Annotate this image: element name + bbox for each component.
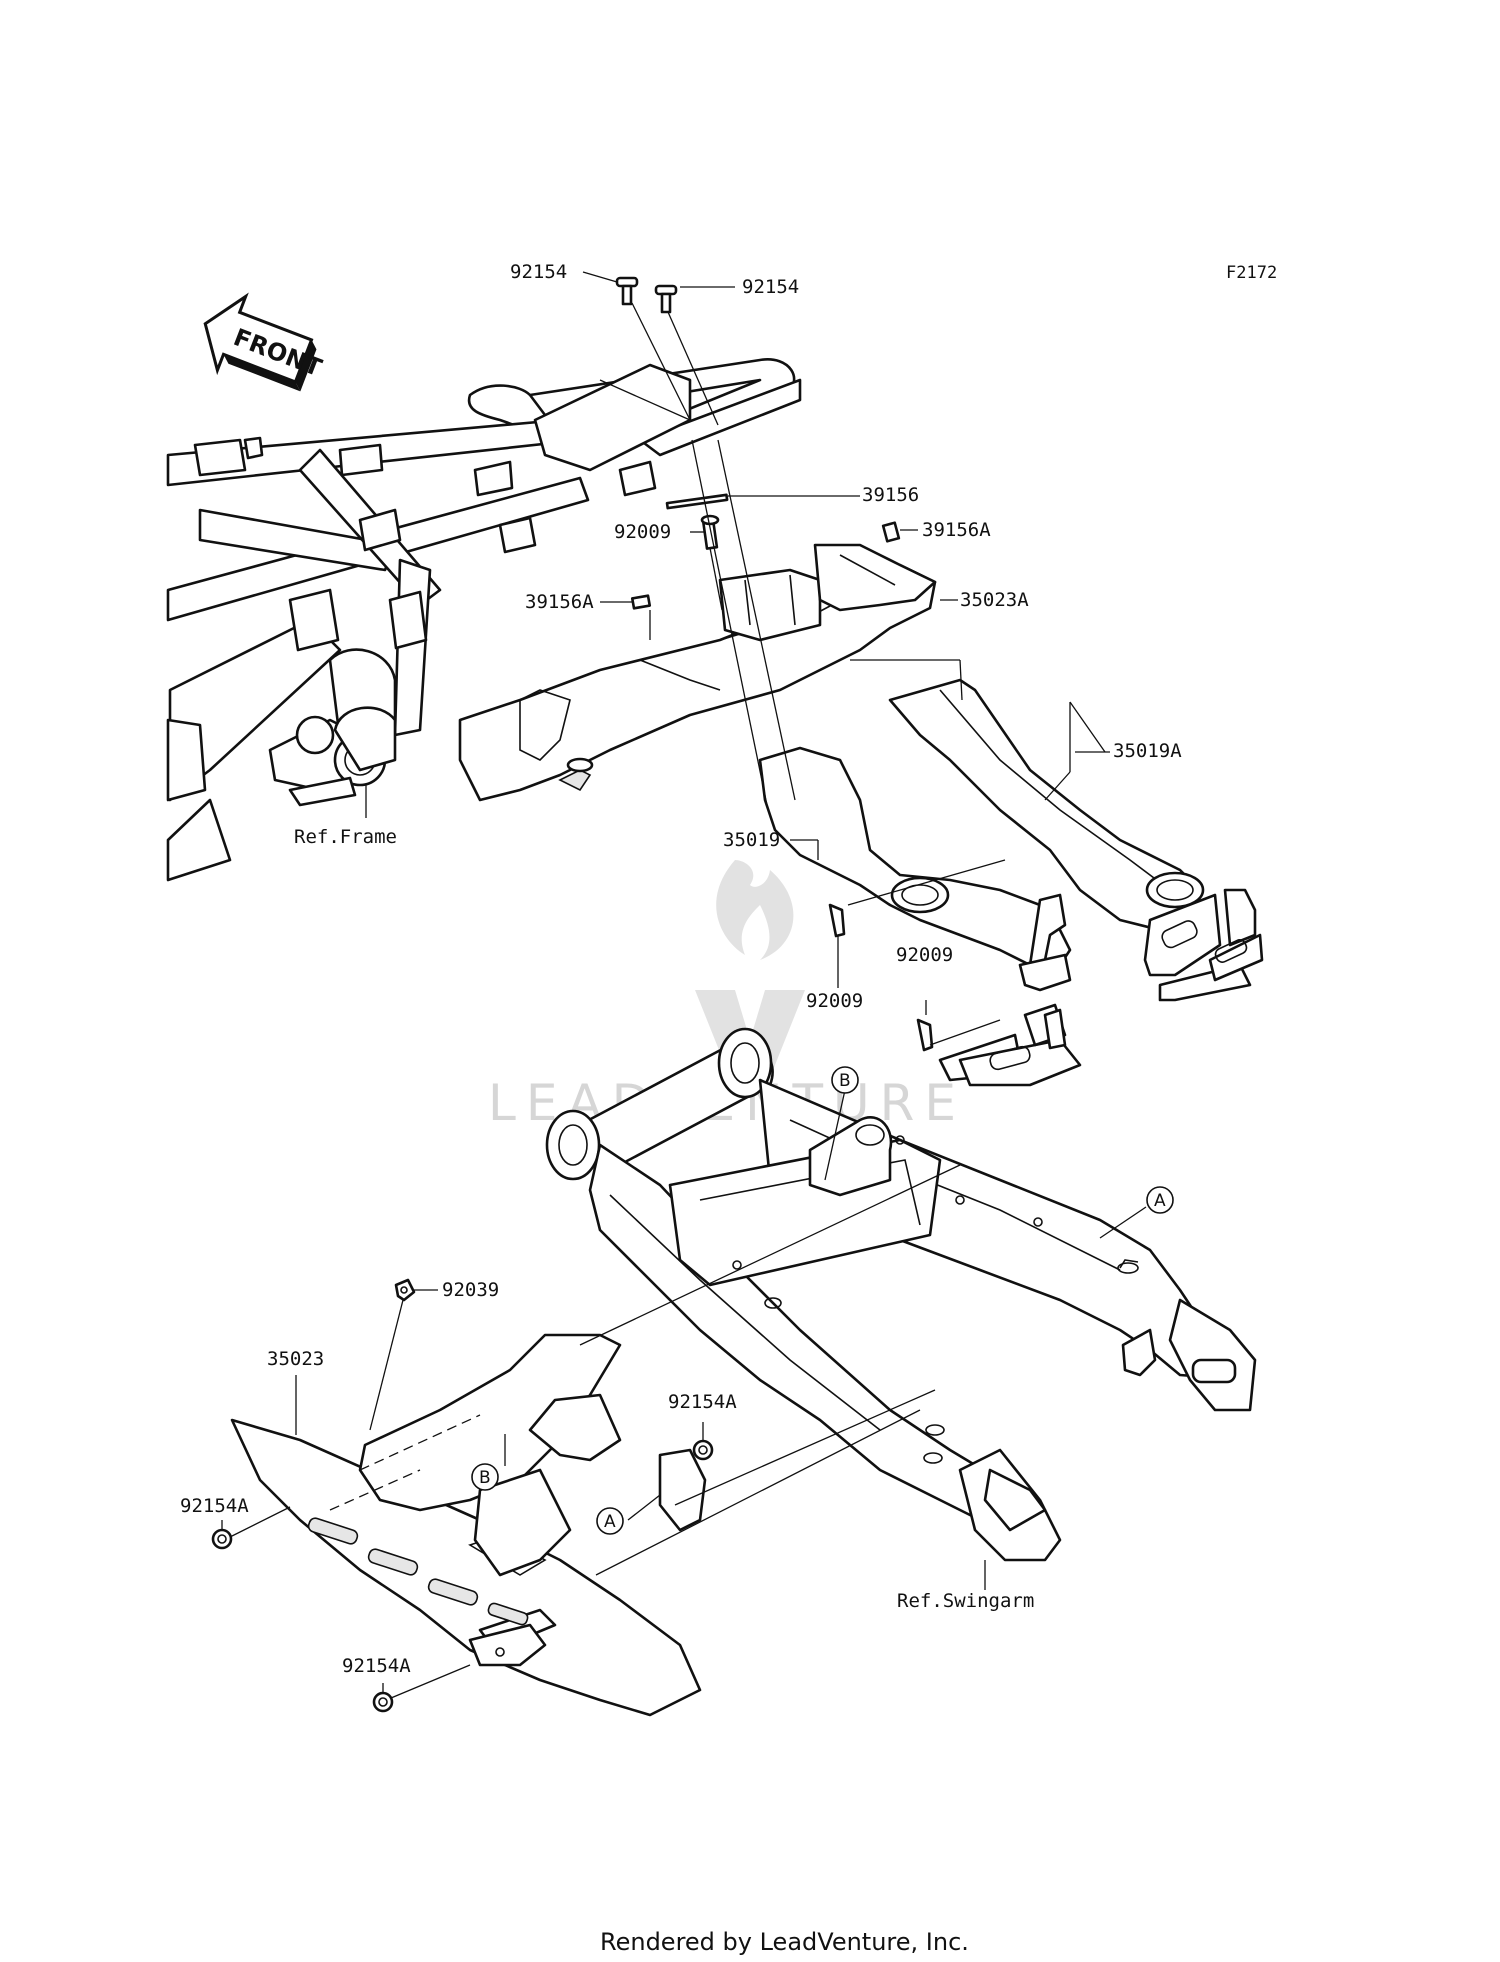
front-arrow-icon: FRONT bbox=[203, 292, 326, 392]
figure-id: F2172 bbox=[1226, 263, 1277, 283]
marker-a-bottom-text: A bbox=[604, 1512, 616, 1532]
frame-assembly bbox=[166, 358, 802, 882]
strip-39156 bbox=[665, 493, 729, 510]
screw-92154a-upper bbox=[692, 1439, 714, 1461]
screw-92154a-lower bbox=[372, 1691, 394, 1713]
screw-92009-mid-left bbox=[828, 903, 846, 938]
pad-39156a-left bbox=[630, 594, 652, 610]
label-92154a-upper: 92154A bbox=[668, 1391, 737, 1413]
leader-lines bbox=[221, 271, 1147, 1699]
marker-a-right: A bbox=[1146, 1186, 1174, 1214]
marker-b-bottom-text: B bbox=[479, 1468, 491, 1488]
label-ref-frame: Ref.Frame bbox=[294, 826, 397, 848]
label-92009-mid-left: 92009 bbox=[806, 990, 863, 1012]
label-92009-mid-right: 92009 bbox=[896, 944, 953, 966]
label-92154-left: 92154 bbox=[510, 261, 567, 283]
label-ref-swingarm: Ref.Swingarm bbox=[897, 1590, 1034, 1612]
screw-92154a-left bbox=[211, 1528, 233, 1550]
label-92154a-left: 92154A bbox=[180, 1495, 249, 1517]
marker-a-right-text: A bbox=[1154, 1191, 1166, 1211]
marker-a-bottom: A bbox=[596, 1507, 624, 1535]
inner-fender-35023a bbox=[458, 543, 937, 802]
footer-credit: Rendered by LeadVenture, Inc. bbox=[600, 1928, 969, 1956]
label-39156a-left: 39156A bbox=[525, 591, 594, 613]
watermark-flame-icon bbox=[716, 860, 794, 960]
label-35019: 35019 bbox=[723, 829, 780, 851]
screw-92009-mid-right bbox=[916, 1018, 934, 1052]
cover-35019 bbox=[758, 746, 1264, 1087]
fasteners bbox=[211, 276, 934, 1713]
clip-92039 bbox=[394, 1278, 416, 1302]
label-35019a: 35019A bbox=[1113, 740, 1182, 762]
pad-39156a-right bbox=[881, 521, 901, 543]
label-92154-right: 92154 bbox=[742, 276, 799, 298]
chain-guard-35023 bbox=[230, 1333, 707, 1717]
label-92009-top: 92009 bbox=[614, 521, 671, 543]
label-92039: 92039 bbox=[442, 1279, 499, 1301]
label-92154a-lower: 92154A bbox=[342, 1655, 411, 1677]
label-35023: 35023 bbox=[267, 1348, 324, 1370]
label-39156: 39156 bbox=[862, 484, 919, 506]
bolt-92154-left bbox=[615, 276, 639, 306]
marker-b-bottom: B bbox=[471, 1463, 499, 1491]
bolt-92154-right bbox=[654, 284, 678, 314]
marker-b-top-text: B bbox=[839, 1071, 851, 1091]
label-35023a: 35023A bbox=[960, 589, 1029, 611]
marker-b-top: B bbox=[831, 1066, 859, 1094]
label-39156a-right: 39156A bbox=[922, 519, 991, 541]
swingarm bbox=[545, 1027, 1257, 1562]
